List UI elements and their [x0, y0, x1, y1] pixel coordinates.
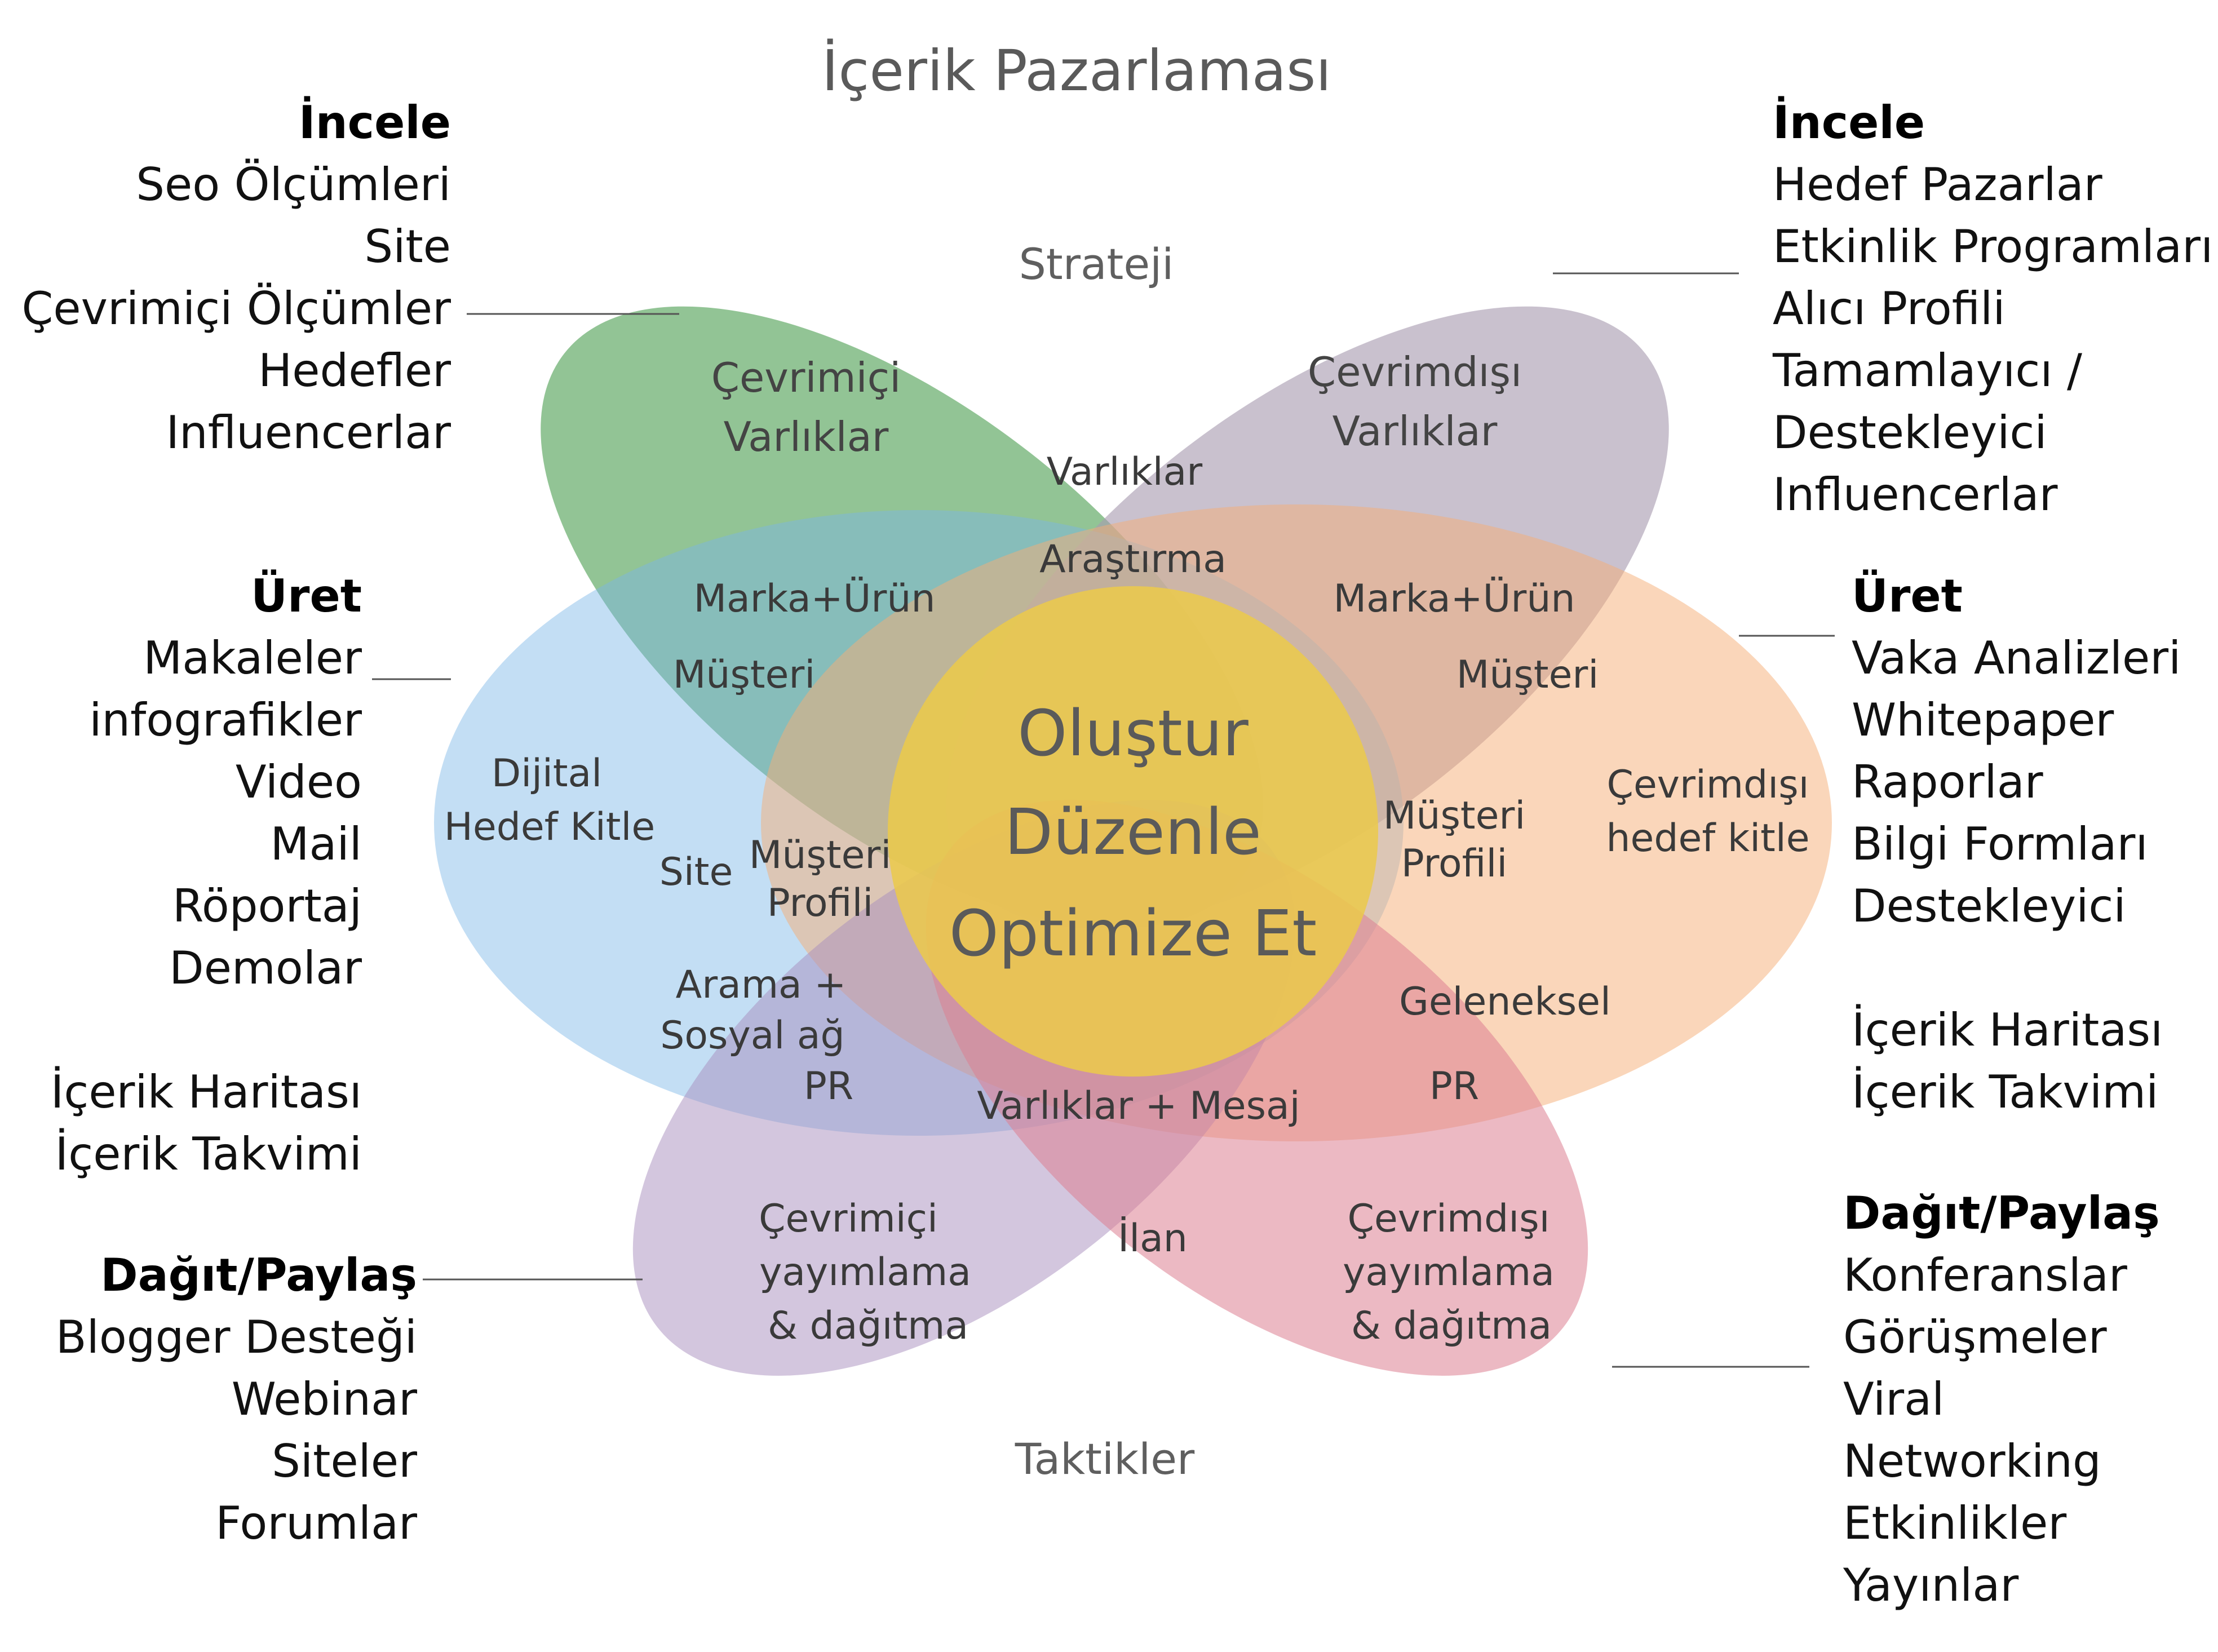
right-review-item: Etkinlik Programları [1773, 220, 2213, 273]
left-produce-heading: Üret [251, 569, 362, 622]
left-distribute-item: Siteler [272, 1435, 417, 1487]
left-produce-item: Röportaj [172, 880, 362, 932]
overlap-pr-right: PR [1429, 1064, 1479, 1109]
left-distribute-item: Webinar [232, 1373, 417, 1425]
right-distribute-heading: Dağıt/Paylaş [1843, 1187, 2160, 1239]
right-distribute-items: Konferanslar Görüşmeler Viral Networking… [1843, 1249, 2127, 1611]
left-distribute-item: Forumlar [215, 1497, 417, 1549]
overlap-customer-profile-left-2: Profili [767, 881, 874, 925]
left-content-calendar: İçerik Takvimi [55, 1128, 362, 1180]
page-title: İçerik Pazarlaması [822, 38, 1331, 104]
center-organize: Düzenle [1004, 796, 1261, 869]
overlap-labels: Varlıklar Araştırma Marka+Ürün Müşteri M… [659, 450, 1611, 1261]
center-optimize: Optimize Et [949, 897, 1317, 971]
left-column: İncele Seo Ölçümleri Site Çevrimiçi Ölçü… [22, 96, 451, 1549]
left-distribute-heading: Dağıt/Paylaş [100, 1249, 417, 1301]
overlap-customer-profile-left-1: Müşteri [749, 833, 892, 878]
connector-lines [372, 272, 1835, 1368]
axis-label-tactics: Taktikler [1015, 1434, 1195, 1484]
overlap-brand-product-right: Marka+Ürün [1333, 577, 1575, 621]
left-review-item: Hedefler [258, 344, 451, 397]
petals [434, 306, 1832, 1376]
center-circle [888, 586, 1378, 1077]
petal-label-offline-distribution-2: yayımlama [1343, 1250, 1555, 1295]
left-produce-item: Mail [271, 818, 362, 870]
right-review-item: Hedef Pazarlar [1773, 158, 2102, 211]
overlap-traditional: Geleneksel [1399, 980, 1611, 1024]
right-review-item: Destekleyici [1773, 406, 2047, 459]
left-produce-item: Video [236, 756, 362, 808]
overlap-site: Site [659, 850, 733, 894]
petal-label-online-distribution-1: Çevrimiçi [759, 1197, 938, 1241]
overlap-search-2: Sosyal ağ [660, 1013, 844, 1058]
petal-label-online-assets-2: Varlıklar [724, 413, 889, 460]
overlap-customer-right: Müşteri [1456, 653, 1599, 697]
right-review-item: Influencerlar [1773, 468, 2058, 521]
overlap-search-1: Arama + [676, 963, 847, 1007]
right-distribute-item: Networking [1843, 1435, 2101, 1487]
overlap-customer-profile-right-1: Müşteri [1383, 794, 1526, 838]
right-distribute-item: Konferanslar [1843, 1249, 2127, 1301]
right-produce-heading: Üret [1852, 569, 1963, 622]
overlap-search-3: PR [804, 1064, 853, 1109]
petal-label-digital-audience-2: Hedef Kitle [444, 805, 655, 849]
left-review-item: Site [364, 220, 451, 273]
right-review-heading: İncele [1773, 96, 1925, 149]
petal-label-offline-distribution-1: Çevrimdışı [1347, 1197, 1549, 1241]
right-review-item: Alıcı Profili [1773, 282, 2006, 335]
left-produce-item: Makaleler [143, 632, 362, 684]
right-review-item: Tamamlayıcı / [1772, 344, 2082, 397]
left-distribute-item: Blogger Desteği [56, 1311, 417, 1363]
right-produce-item: Bilgi Formları [1852, 818, 2148, 870]
petal-label-online-distribution-3: & dağıtma [768, 1304, 968, 1348]
right-distribute-item: Görüşmeler [1843, 1311, 2107, 1363]
right-distribute-item: Yayınlar [1843, 1559, 2018, 1611]
left-review-item: Çevrimiçi Ölçümler [22, 282, 451, 335]
petal-label-offline-audience-2: hedef kitle [1606, 816, 1809, 861]
right-produce-item: Whitepaper [1852, 694, 2114, 746]
center-create: Oluştur [1017, 697, 1249, 770]
right-produce-item: Destekleyici [1852, 880, 2126, 932]
petal-label-offline-assets-2: Varlıklar [1332, 408, 1498, 455]
left-produce-item: infografikler [89, 694, 362, 746]
left-produce-items: Makaleler infografikler Video Mail Röpor… [89, 632, 362, 994]
overlap-assets: Varlıklar [1047, 450, 1203, 494]
center-labels: Oluştur Düzenle Optimize Et [949, 697, 1317, 971]
left-review-items: Seo Ölçümleri Site Çevrimiçi Ölçümler He… [22, 158, 451, 459]
overlap-research: Araştırma [1039, 537, 1227, 582]
petal-label-offline-assets-1: Çevrimdışı [1308, 348, 1522, 396]
right-content-calendar: İçerik Takvimi [1852, 1066, 2158, 1118]
petal-label-digital-audience-1: Dijital [492, 751, 602, 796]
overlap-assets-message: Varlıklar + Mesaj [977, 1084, 1300, 1128]
petal-label-offline-distribution-3: & dağıtma [1351, 1304, 1552, 1348]
right-produce-items: Vaka Analizleri Whitepaper Raporlar Bilg… [1852, 632, 2181, 932]
petal-labels: Çevrimiçi Varlıklar Çevrimdışı Varlıklar… [444, 348, 1810, 1348]
right-produce-item: Vaka Analizleri [1852, 632, 2181, 684]
left-content-map: İçerik Haritası [51, 1066, 362, 1118]
right-content-map: İçerik Haritası [1852, 1004, 2163, 1056]
right-distribute-item: Etkinlikler [1843, 1497, 2066, 1549]
right-produce-item: Raporlar [1852, 756, 2043, 808]
petal-label-online-distribution-2: yayımlama [759, 1250, 971, 1295]
overlap-brand-product-left: Marka+Ürün [693, 577, 935, 621]
right-review-items: Hedef Pazarlar Etkinlik Programları Alıc… [1772, 158, 2213, 521]
right-distribute-item: Viral [1843, 1373, 1944, 1425]
petal-label-offline-audience-1: Çevrimdışı [1606, 763, 1809, 807]
overlap-ad: İlan [1118, 1216, 1188, 1261]
left-distribute-items: Blogger Desteği Webinar Siteler Forumlar [56, 1311, 417, 1549]
left-produce-item: Demolar [169, 942, 362, 994]
left-review-item: Influencerlar [166, 406, 451, 459]
left-review-heading: İncele [299, 96, 451, 149]
right-column: İncele Hedef Pazarlar Etkinlik Programla… [1772, 96, 2213, 1611]
left-review-item: Seo Ölçümleri [136, 158, 451, 211]
overlap-customer-profile-right-2: Profili [1401, 841, 1508, 886]
petal-label-online-assets-1: Çevrimiçi [711, 354, 901, 401]
axis-label-strategy: Strateji [1019, 239, 1174, 289]
overlap-customer-left: Müşteri [673, 653, 816, 697]
